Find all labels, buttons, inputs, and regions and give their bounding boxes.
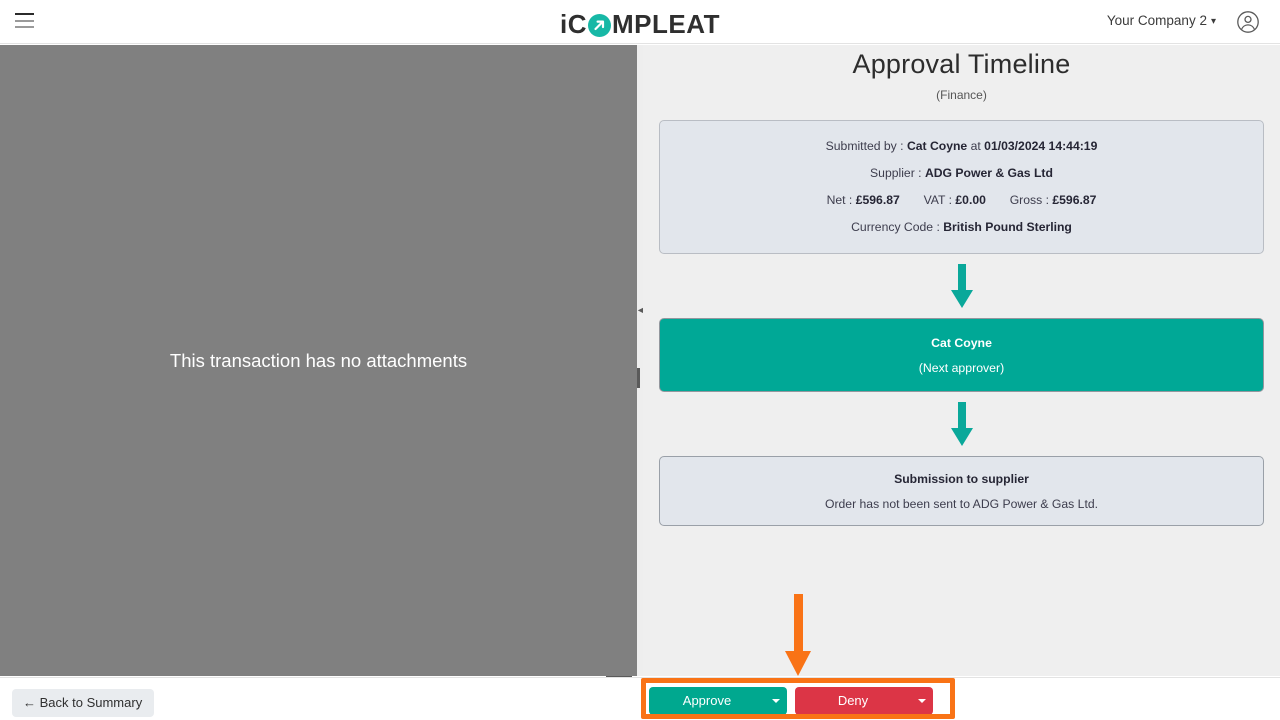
- timeline-step-submission: Submission to supplier Order has not bee…: [659, 456, 1264, 527]
- logo-circle-icon: [588, 14, 612, 37]
- net-value: £596.87: [855, 192, 900, 207]
- approver-name: Cat Coyne: [931, 335, 992, 350]
- account-button[interactable]: [1236, 10, 1260, 34]
- approve-split-button[interactable]: Approve: [649, 687, 787, 715]
- gross-value: £596.87: [1052, 192, 1097, 207]
- submitted-by-label: Submitted by :: [825, 139, 904, 153]
- back-to-summary-button[interactable]: ← Back to Summary: [12, 689, 155, 717]
- approve-button[interactable]: Approve: [649, 687, 765, 715]
- submission-title: Submission to supplier: [894, 471, 1029, 486]
- submission-description: Order has not been sent to ADG Power & G…: [824, 496, 1098, 511]
- user-circle-icon: [1237, 11, 1259, 33]
- app-logo[interactable]: iC MPLEAT: [0, 9, 1280, 40]
- transaction-summary-card: Submitted by : Cat Coyne at 01/03/2024 1…: [659, 120, 1264, 255]
- hamburger-menu-icon[interactable]: [15, 13, 34, 28]
- submitted-at-value: 01/03/2024 14:44:19: [984, 139, 1098, 153]
- company-selector[interactable]: Your Company 2▾: [1107, 13, 1216, 28]
- hamburger-line: [15, 26, 34, 28]
- submitted-by-row: Submitted by : Cat Coyne at 01/03/2024 1…: [674, 139, 1249, 155]
- chevron-left-icon[interactable]: ◄: [636, 305, 645, 315]
- approval-timeline-panel: Approval Timeline (Finance) Submitted by…: [643, 45, 1280, 676]
- company-name: Your Company 2: [1106, 13, 1207, 28]
- attachment-viewer-panel: This transaction has no attachments: [0, 45, 637, 676]
- approver-status: (Next approver): [918, 360, 1005, 375]
- gross-label: Gross :: [1009, 192, 1049, 207]
- deny-button[interactable]: Deny: [795, 687, 911, 715]
- arrow-shaft: [957, 402, 966, 431]
- logo-text-suffix: MPLEAT: [612, 9, 720, 39]
- currency-row: Currency Code : British Pound Sterling: [674, 220, 1249, 236]
- arrow-head: [950, 290, 973, 309]
- no-attachments-message: This transaction has no attachments: [169, 349, 468, 371]
- arrow-shaft: [957, 264, 966, 293]
- amounts-row: Net : £596.87 VAT : £0.00 Gross : £596.8…: [674, 193, 1249, 209]
- submitted-by-value: Cat Coyne: [906, 139, 968, 153]
- approval-action-group: Approve Deny: [649, 687, 933, 715]
- vat-label: VAT :: [923, 192, 953, 207]
- deny-split-button[interactable]: Deny: [795, 687, 933, 715]
- submitted-at-word: at: [970, 139, 981, 153]
- arrow-head: [950, 428, 973, 447]
- approve-dropdown-toggle[interactable]: [765, 687, 787, 715]
- panel-splitter[interactable]: [637, 45, 643, 676]
- supplier-value: ADG Power & Gas Ltd: [924, 165, 1053, 180]
- vat-value: £0.00: [955, 192, 986, 207]
- currency-value: British Pound Sterling: [943, 219, 1072, 234]
- timeline-subtitle: (Finance): [936, 88, 987, 102]
- arrow-up-right-icon: [594, 20, 605, 31]
- logo-text-prefix: iC: [560, 9, 588, 39]
- supplier-row: Supplier : ADG Power & Gas Ltd: [674, 166, 1249, 182]
- deny-dropdown-toggle[interactable]: [911, 687, 933, 715]
- net-label: Net :: [826, 192, 853, 207]
- hamburger-line: [15, 19, 34, 22]
- supplier-label: Supplier :: [870, 165, 922, 180]
- timeline-arrow-icon: [947, 264, 977, 309]
- timeline-step-next-approver[interactable]: Cat Coyne (Next approver): [659, 318, 1264, 393]
- page-title: Approval Timeline: [852, 49, 1071, 79]
- splitter-drag-handle[interactable]: [637, 368, 640, 388]
- top-navigation-bar: iC MPLEAT Your Company 2▾: [0, 0, 1280, 44]
- timeline-arrow-icon: [947, 402, 977, 447]
- hamburger-line: [15, 13, 34, 15]
- bottom-action-bar: ← Back to Summary: [0, 677, 1280, 720]
- chevron-down-icon: ▾: [1210, 16, 1216, 27]
- currency-label: Currency Code :: [851, 219, 940, 234]
